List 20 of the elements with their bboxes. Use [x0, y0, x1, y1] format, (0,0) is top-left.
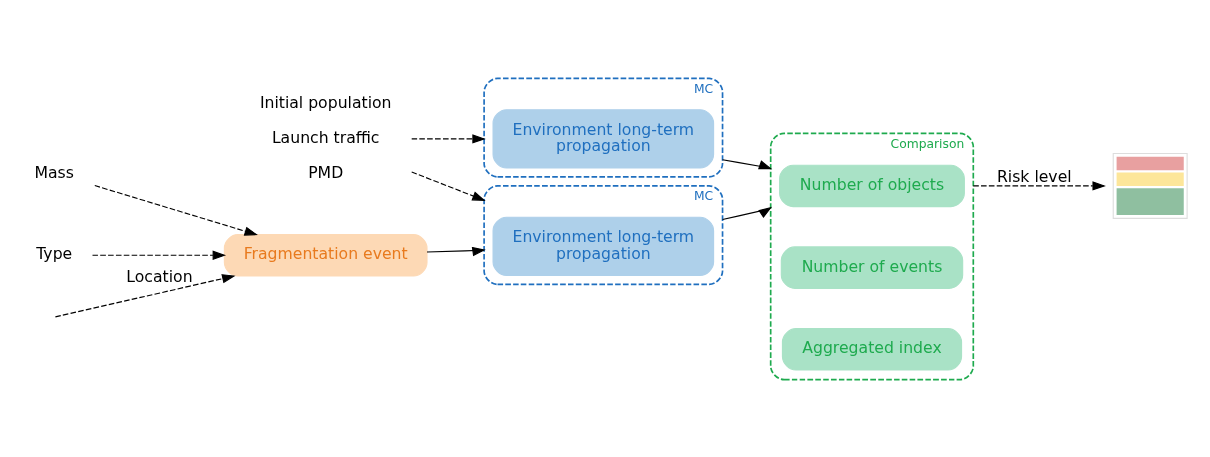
- edge-label: Risk level: [996, 166, 1072, 186]
- arrow: [426, 246, 486, 256]
- node-box: Number of events: [780, 245, 964, 289]
- arrow: [722, 206, 773, 220]
- arrow: [94, 184, 258, 236]
- node-box: Aggregated index: [781, 327, 963, 371]
- node-text: Type: [36, 243, 73, 263]
- node-box: Fragmentation event: [223, 233, 428, 277]
- arrow: [54, 273, 236, 317]
- node-box: Environment long-term propagation: [492, 108, 715, 169]
- arrow: [411, 170, 486, 201]
- node-box: Number of objects: [779, 164, 965, 207]
- node-text: Mass: [34, 162, 74, 182]
- arrow: [972, 180, 1106, 191]
- edge-label: Location: [126, 266, 193, 286]
- node-text: Initial population Launch traffic PMD: [259, 92, 392, 182]
- arrow: [411, 133, 486, 144]
- arrow: [722, 158, 773, 169]
- node-box: Environment long-term propagation: [492, 216, 715, 276]
- arrow: [91, 250, 227, 260]
